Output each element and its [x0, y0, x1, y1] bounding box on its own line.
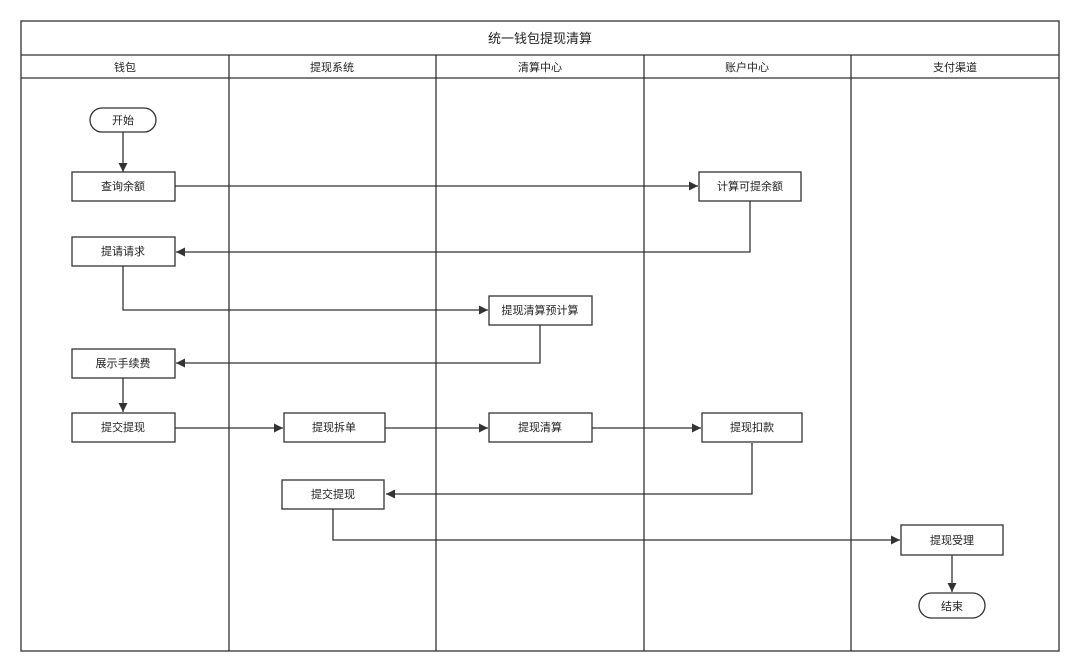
node-deduct: [701, 412, 803, 443]
node-start: [89, 107, 157, 133]
node-query-balance: [71, 171, 176, 202]
lane-header-withdraw-system: 提现系统: [310, 61, 354, 74]
lane-header-wallet: 钱包: [114, 60, 136, 74]
node-submit-system-label: 提交提现: [311, 487, 355, 501]
node-end: [918, 592, 986, 619]
node-split-order-label: 提现拆单: [312, 420, 356, 434]
lane-header-payment-channel: 支付渠道: [933, 60, 977, 74]
node-pre-calc-label: 提现清算预计算: [502, 303, 579, 317]
node-submit-wallet-label: 提交提现: [101, 420, 145, 434]
diagram-title: 统一钱包提现清算: [488, 31, 592, 47]
node-accept: [900, 524, 1004, 556]
lane-header-account-center: 账户中心: [725, 60, 769, 74]
edge-calc-to-withdraw-request: [176, 201, 751, 257]
node-split-order: [283, 412, 386, 443]
node-query-balance-label: 查询余额: [101, 179, 145, 193]
node-pre-calc: [488, 295, 593, 326]
node-withdraw-request-label: 提请请求: [101, 245, 145, 258]
node-deduct-label: 提现扣款: [730, 420, 774, 434]
node-withdraw-request: [71, 236, 176, 267]
node-start-label: 开始: [112, 113, 134, 127]
node-clearing-label: 提现清算: [518, 420, 562, 434]
edge-precalc-to-show-fee: [176, 325, 541, 368]
edge-submit-sys-to-accept: [332, 509, 900, 545]
node-end-label: 结束: [941, 600, 963, 613]
lane-header-clearing-center: 清算中心: [518, 60, 562, 74]
node-submit-system: [281, 479, 385, 510]
node-calc-withdrawable-label: 计算可提余额: [717, 179, 783, 193]
node-show-fee-label: 展示手续费: [96, 356, 151, 370]
node-calc-withdrawable: [698, 171, 802, 202]
node-submit-wallet: [71, 412, 176, 443]
edge-withdraw-request-to-precalc: [122, 266, 488, 315]
swimlane-frame: [20, 20, 1060, 652]
edge-deduct-to-submit-sys: [386, 443, 753, 499]
node-accept-label: 提现受理: [930, 534, 974, 547]
node-show-fee: [71, 348, 176, 379]
node-clearing: [488, 412, 593, 443]
